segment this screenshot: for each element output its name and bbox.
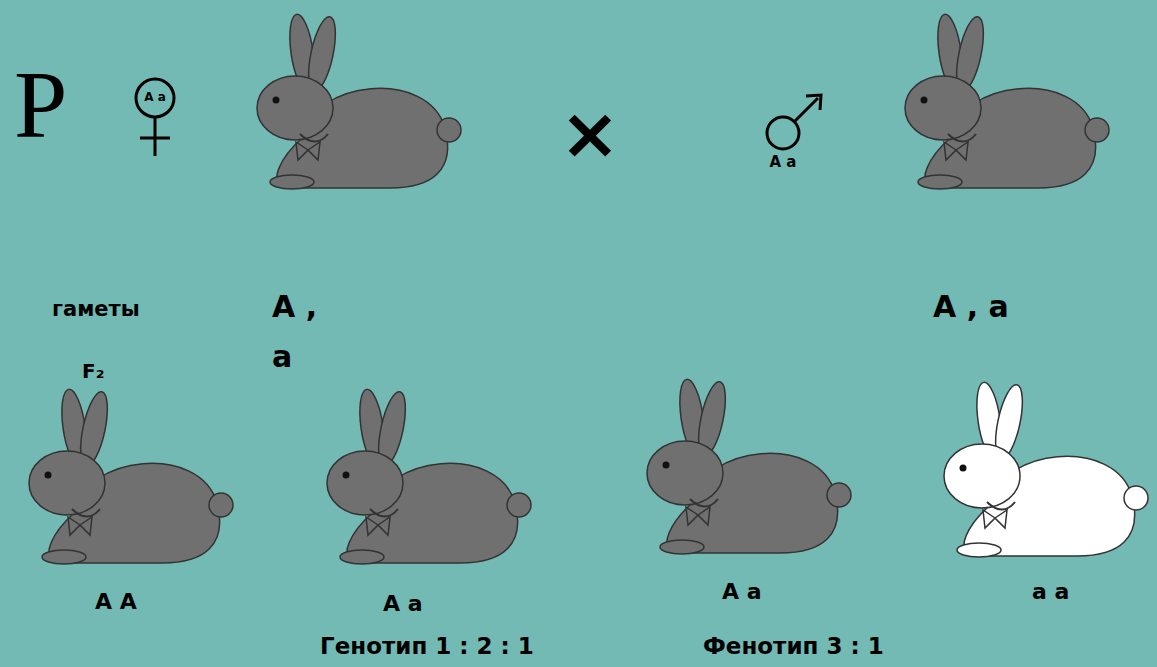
cross-sign: × <box>560 94 620 173</box>
genotype-label: A a <box>770 154 797 171</box>
gray-rabbit <box>29 388 233 564</box>
gamete-label: A , a <box>933 290 1009 323</box>
female-symbol <box>136 79 174 156</box>
genotype-label: A A <box>95 590 137 614</box>
gamete-label: a <box>272 340 292 373</box>
gray-rabbit <box>905 13 1109 189</box>
gray-rabbit <box>327 388 531 564</box>
genotype-label: A a <box>722 580 762 604</box>
gray-rabbit <box>257 13 461 189</box>
gamete-label: A , <box>272 290 317 323</box>
genotype-label: A a <box>144 91 166 104</box>
generation-label: P <box>14 52 67 158</box>
genotype-label: a a <box>1032 580 1069 604</box>
generation-label: F₂ <box>82 360 104 382</box>
gray-rabbit <box>647 378 851 554</box>
white-rabbit <box>944 381 1148 557</box>
male-symbol <box>767 95 821 149</box>
ratio-label: Генотип 1 : 2 : 1 <box>320 634 534 659</box>
gametes-label: гаметы <box>52 298 140 321</box>
genotype-label: A a <box>383 592 423 616</box>
ratio-label: Фенотип 3 : 1 <box>703 634 884 659</box>
